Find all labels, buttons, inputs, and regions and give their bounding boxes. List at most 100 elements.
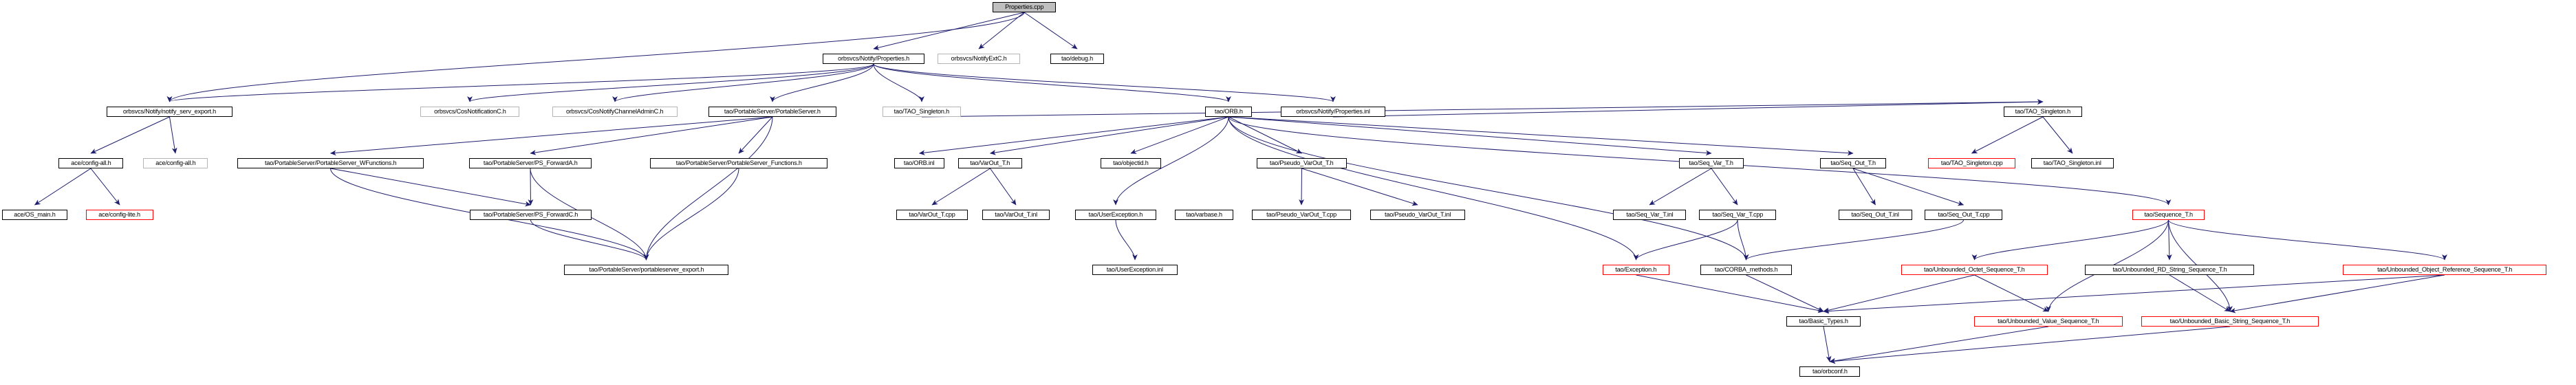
graph-node[interactable]: tao/Unbounded_Object_Reference_Sequence_… [2343, 265, 2546, 275]
graph-node-label: tao/PortableServer/PortableServer_Functi… [675, 159, 802, 167]
graph-edge [931, 168, 991, 206]
graph-edge [1633, 219, 1738, 261]
graph-node[interactable]: tao/Unbounded_Octet_Sequence_T.h [1901, 265, 2048, 275]
graph-node-label: tao/PortableServer/PortableServer_WFunct… [264, 159, 397, 167]
graph-node[interactable]: tao/TAO_Singleton.cpp [1928, 158, 2015, 168]
graph-node-label: tao/Unbounded_Basic_String_Sequence_T.h [2169, 317, 2291, 325]
graph-node[interactable]: ace/config-all.h [143, 158, 208, 168]
graph-node[interactable]: orbsvcs/Notify/Properties.inl [1281, 107, 1385, 117]
graph-edge [1332, 99, 2044, 118]
graph-node-label: orbsvcs/NotifyExtC.h [951, 54, 1007, 63]
graph-edge [2229, 274, 2445, 314]
graph-node-label: tao/Pseudo_VarOut_T.cpp [1266, 210, 1336, 219]
graph-edge [530, 219, 649, 261]
graph-edge [873, 63, 924, 102]
graph-node-label: tao/PortableServer/portableserver_export… [589, 265, 704, 274]
graph-node[interactable]: ace/OS_main.h [2, 210, 67, 220]
graph-node-label: orbsvcs/CosNotificationC.h [433, 107, 506, 116]
graph-node[interactable]: tao/PortableServer/PortableServer_Functi… [650, 158, 827, 168]
graph-node[interactable]: tao/VarOut_T.inl [982, 210, 1050, 220]
graph-edge [978, 12, 1025, 50]
graph-node[interactable]: tao/UserException.inl [1092, 265, 1178, 275]
graph-node[interactable]: tao/PortableServer/PS_ForwardC.h [470, 210, 592, 220]
graph-node-label: tao/Seq_Out_T.inl [1851, 210, 1900, 219]
graph-node-label: tao/UserException.inl [1106, 265, 1164, 274]
graph-node[interactable]: tao/debug.h [1050, 54, 1104, 64]
graph-edge [873, 63, 1336, 102]
graph-node[interactable]: Properties.cpp [993, 2, 1056, 12]
graph-node-label: tao/Unbounded_Octet_Sequence_T.h [1924, 265, 2025, 274]
graph-node[interactable]: tao/PortableServer/portableserver_export… [564, 265, 728, 275]
graph-node[interactable]: ace/config-lite.h [86, 210, 153, 220]
graph-edge [873, 12, 1025, 50]
graph-node-label: tao/objectid.h [1113, 159, 1149, 167]
graph-node[interactable]: tao/VarOut_T.cpp [896, 210, 968, 220]
graph-node[interactable]: tao/objectid.h [1101, 158, 1161, 168]
graph-node[interactable]: tao/Seq_Out_T.h [1820, 158, 1886, 168]
graph-node-label: orbsvcs/Notify/Properties.h [838, 54, 909, 63]
graph-node[interactable]: tao/Seq_Var_T.h [1679, 158, 1744, 168]
graph-edge [167, 63, 874, 102]
graph-node-label: ace/config-all.h [155, 159, 196, 167]
graph-edge [2168, 219, 2447, 261]
graph-node[interactable]: tao/Basic_Types.h [1786, 316, 1861, 327]
graph-edge [2166, 219, 2172, 261]
graph-node[interactable]: orbsvcs/CosNotifyChannelAdminC.h [552, 107, 678, 117]
graph-node-label: tao/Seq_Var_T.inl [1625, 210, 1674, 219]
graph-node-label: tao/Pseudo_VarOut_T.h [1270, 159, 1334, 167]
graph-node[interactable]: tao/ORB.h [1205, 107, 1252, 117]
graph-node[interactable]: tao/Seq_Var_T.inl [1613, 210, 1686, 220]
graph-node[interactable]: tao/Seq_Var_T.cpp [1699, 210, 1776, 220]
graph-edge [1823, 326, 1832, 362]
graph-node-label: tao/Pseudo_VarOut_T.inl [1384, 210, 1451, 219]
graph-node-label: tao/orbconf.h [1812, 367, 1848, 375]
graph-node[interactable]: tao/Seq_Out_T.cpp [1925, 210, 2002, 220]
graph-node[interactable]: ace/config-all.h [58, 158, 123, 168]
graph-node[interactable]: tao/Sequence_T.h [2132, 210, 2205, 220]
graph-node[interactable]: tao/TAO_Singleton.h [2004, 107, 2082, 117]
graph-edge [1971, 116, 2044, 154]
graph-node[interactable]: tao/UserException.h [1075, 210, 1156, 220]
graph-node-label: tao/VarOut_T.inl [995, 210, 1037, 219]
graph-edge [989, 116, 1229, 155]
graph-node[interactable]: tao/VarOut_T.h [958, 158, 1022, 168]
graph-node[interactable]: orbsvcs/Notify/Properties.h [823, 54, 924, 64]
graph-edge [90, 168, 120, 206]
graph-node[interactable]: tao/Seq_Out_T.inl [1839, 210, 1912, 220]
graph-node[interactable]: tao/Pseudo_VarOut_T.h [1257, 158, 1347, 168]
graph-node[interactable]: tao/CORBA_methods.h [1700, 265, 1792, 275]
graph-edge [330, 168, 532, 207]
graph-node[interactable]: tao/orbconf.h [1799, 366, 1860, 377]
graph-node[interactable]: tao/Exception.h [1603, 265, 1669, 275]
graph-node[interactable]: tao/Unbounded_Basic_String_Sequence_T.h [2141, 316, 2319, 327]
graph-node[interactable]: tao/ORB.inl [894, 158, 944, 168]
graph-edge [1823, 274, 2445, 314]
graph-node[interactable]: tao/TAO_Singleton.inl [2031, 158, 2114, 168]
graph-node[interactable]: orbsvcs/NotifyExtC.h [938, 54, 1020, 64]
graph-node-label: tao/TAO_Singleton.inl [2043, 159, 2101, 167]
graph-edge [770, 63, 874, 102]
graph-node-label: tao/ORB.inl [904, 159, 935, 167]
graph-node[interactable]: tao/PortableServer/PortableServer_WFunct… [237, 158, 424, 168]
graph-node[interactable]: tao/Unbounded_RD_String_Sequence_T.h [2085, 265, 2254, 275]
graph-node[interactable]: tao/PortableServer/PS_ForwardA.h [469, 158, 592, 168]
graph-node[interactable]: tao/TAO_Singleton.h [883, 107, 961, 117]
graph-edge [1130, 116, 1229, 154]
graph-node[interactable]: tao/varbase.h [1175, 210, 1233, 220]
graph-edge [1228, 116, 1303, 154]
graph-node[interactable]: tao/Pseudo_VarOut_T.cpp [1252, 210, 1351, 220]
graph-node[interactable]: orbsvcs/CosNotificationC.h [420, 107, 519, 117]
graph-node[interactable]: tao/Unbounded_Value_Sequence_T.h [1974, 316, 2123, 327]
graph-edge [2169, 274, 2231, 312]
graph-node[interactable]: tao/PortableServer/PortableServer.h [708, 107, 836, 117]
graph-node[interactable]: orbsvcs/Notify/notify_serv_export.h [107, 107, 232, 117]
graph-node-label: tao/VarOut_T.cpp [909, 210, 955, 219]
graph-node-label: tao/Unbounded_Value_Sequence_T.h [1998, 317, 2099, 325]
graph-node-label: ace/config-all.h [70, 159, 111, 167]
graph-node-label: orbsvcs/Notify/notify_serv_export.h [122, 107, 217, 116]
graph-edge [873, 63, 1231, 102]
graph-node[interactable]: tao/Pseudo_VarOut_T.inl [1370, 210, 1465, 220]
graph-node-label: tao/Exception.h [1615, 265, 1657, 274]
graph-edge [990, 168, 1017, 206]
